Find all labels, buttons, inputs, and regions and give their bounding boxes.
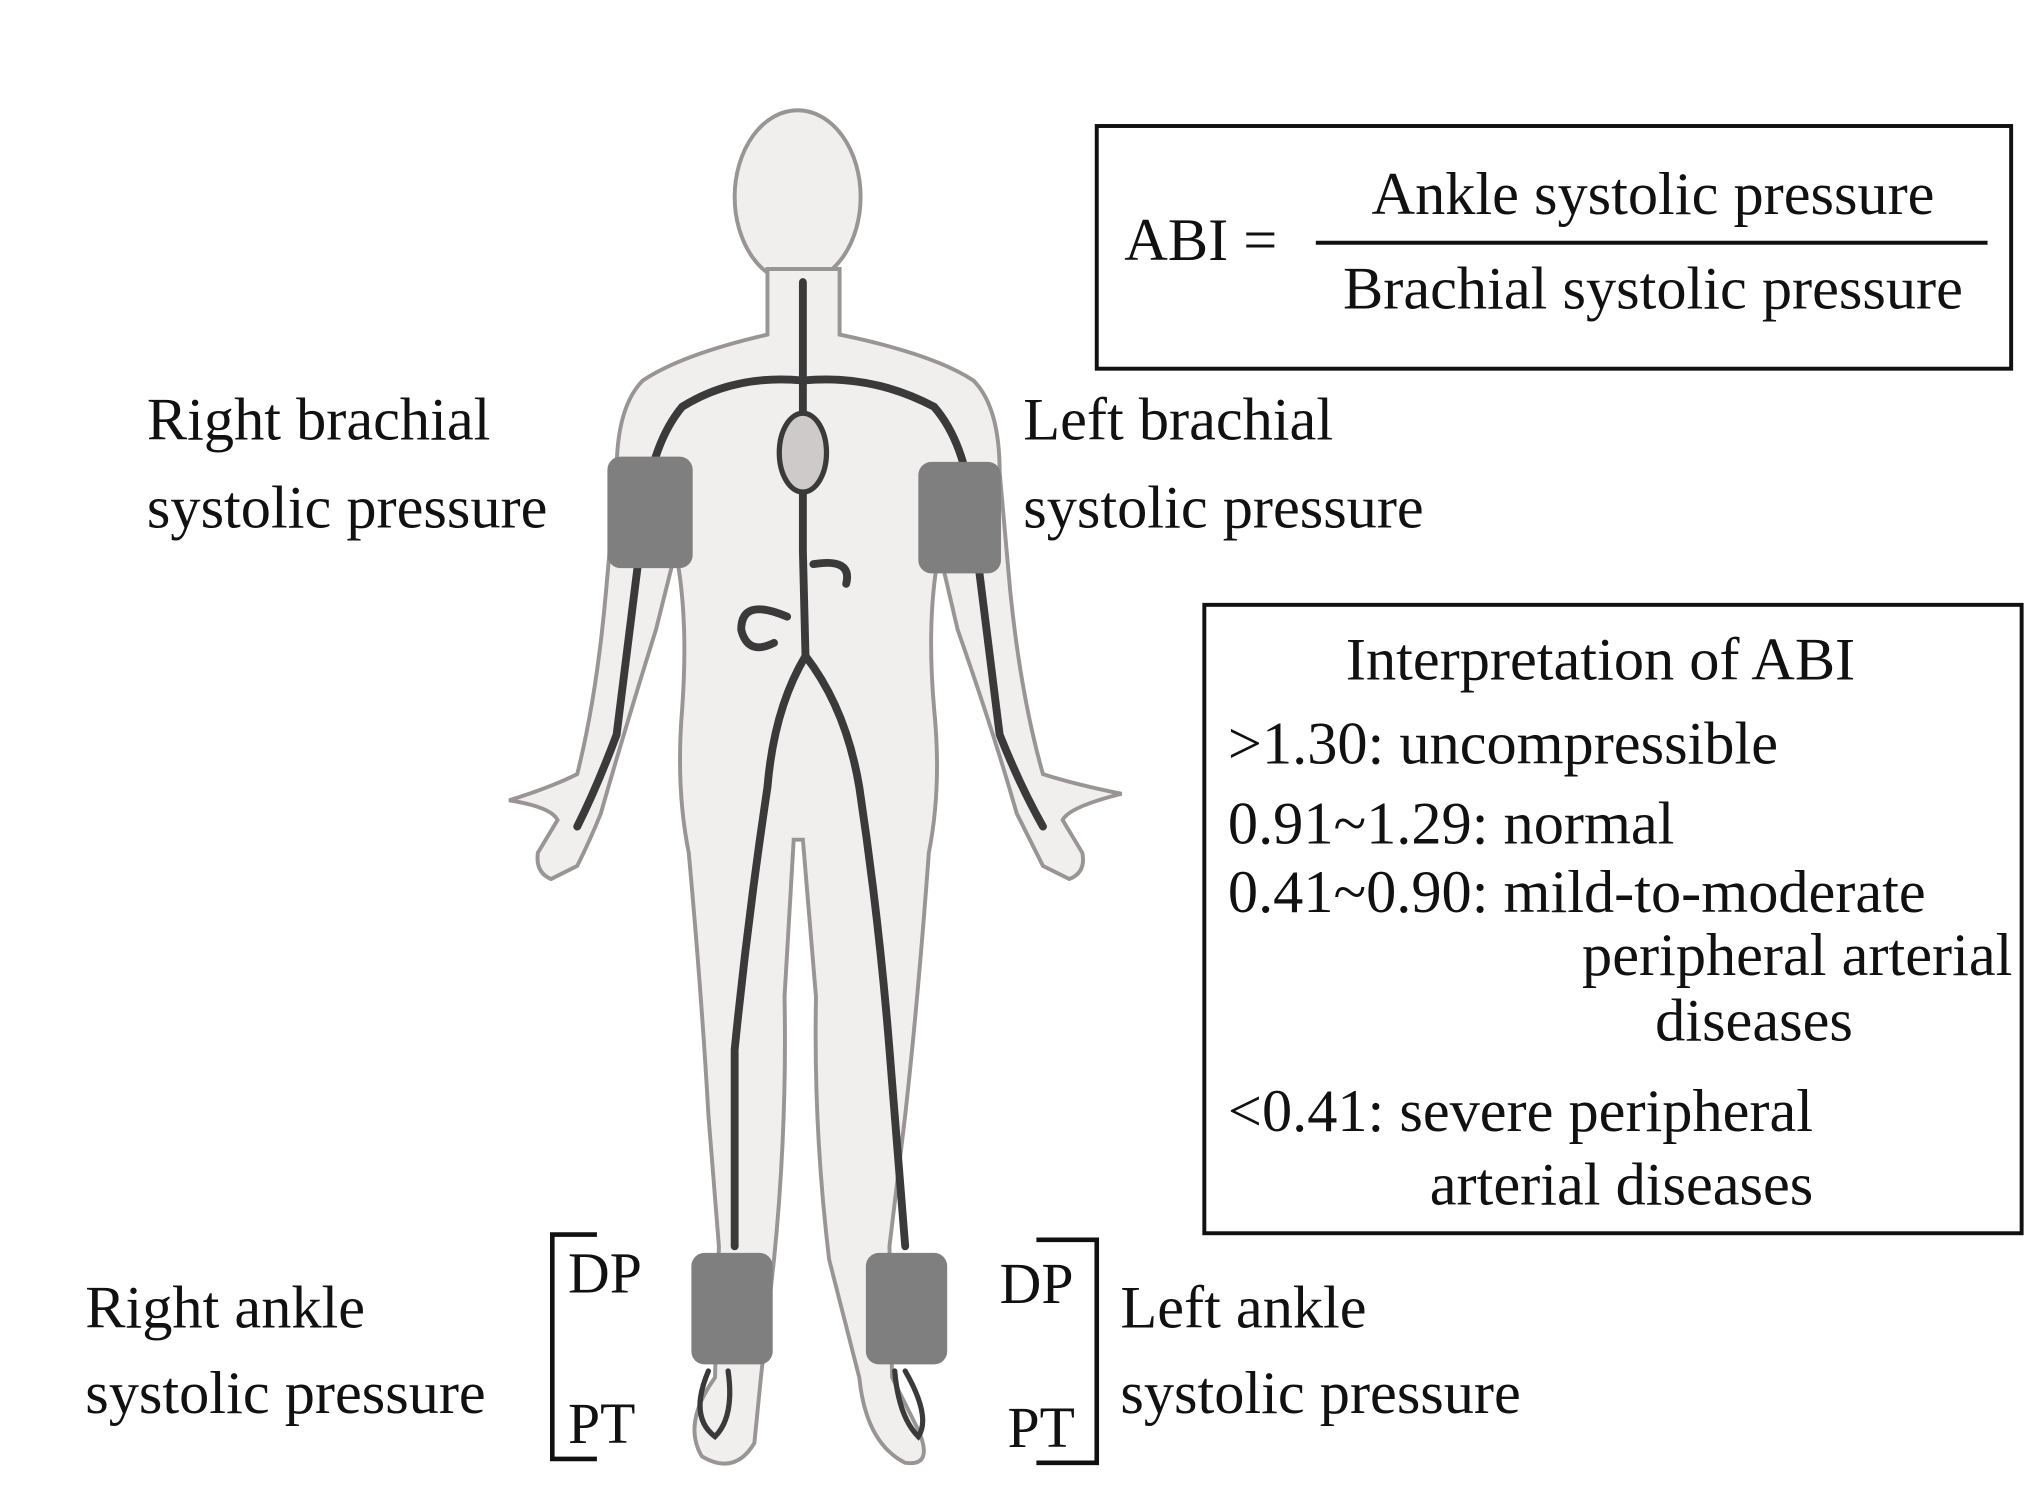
abi-formula-box: ABI = Ankle systolic pressure Brachial s… [1094, 124, 2014, 371]
formula-lhs: ABI = [1124, 207, 1277, 274]
right-ankle-label: Right ankle [85, 1275, 365, 1342]
left-ankle-bracket [1036, 1237, 1100, 1466]
left-ankle-label-line2: systolic pressure [1120, 1360, 1520, 1427]
right-brachial-label: Right brachial [147, 387, 490, 454]
interpretation-line: >1.30: uncompressible [1228, 711, 1778, 778]
cuffs [607, 456, 1001, 1365]
left-brachial-label: Left brachial [1023, 387, 1333, 454]
interpretation-line: <0.41: severe peripheral [1228, 1078, 1813, 1145]
formula-numerator: Ankle systolic pressure [1372, 161, 1935, 228]
formula-denominator: Brachial systolic pressure [1343, 255, 1963, 322]
right-pt-label: PT [568, 1393, 635, 1456]
left-brachial-cuff [918, 461, 1001, 574]
right-brachial-cuff [607, 456, 693, 569]
right-ankle-cuff [691, 1252, 773, 1365]
interpretation-line: arterial diseases [1430, 1151, 1814, 1218]
interpretation-box: Interpretation of ABI >1.30: uncompressi… [1202, 602, 2024, 1236]
right-ankle-label-line2: systolic pressure [85, 1360, 485, 1427]
right-dp-label: DP [568, 1242, 642, 1305]
head [732, 108, 863, 286]
left-ankle-label: Left ankle [1120, 1275, 1366, 1342]
right-brachial-label-line2: systolic pressure [147, 474, 547, 541]
left-ankle-cuff [865, 1252, 948, 1365]
interpretation-title: Interpretation of ABI [1346, 627, 1855, 694]
interpretation-line: 0.41~0.90: mild-to-moderate [1228, 859, 1926, 926]
right-ankle-bracket [550, 1232, 597, 1462]
interpretation-line: diseases [1655, 987, 1853, 1054]
interpretation-line: peripheral arterial [1582, 922, 2012, 989]
left-brachial-label-line2: systolic pressure [1023, 474, 1423, 541]
interpretation-line: 0.91~1.29: normal [1228, 791, 1675, 858]
left-pt-label: PT [1008, 1397, 1075, 1460]
left-dp-label: DP [1000, 1253, 1074, 1316]
